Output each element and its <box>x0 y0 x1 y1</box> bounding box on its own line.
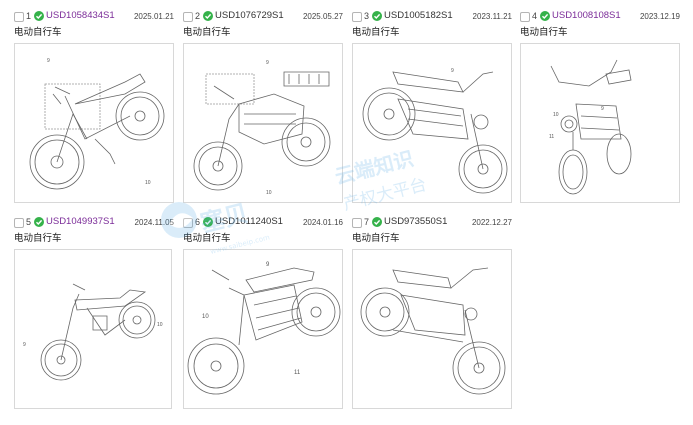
card-header: 5 USD1049937S1 2024.11.05 <box>14 216 174 230</box>
patent-drawing[interactable]: 9 10 11 <box>520 43 680 203</box>
patent-drawing[interactable]: 9 10 11 <box>183 249 343 409</box>
card-header: 2 USD1076729S1 2025.05.27 <box>183 10 343 24</box>
publication-date: 2025.01.21 <box>133 12 174 21</box>
publication-date: 2023.11.21 <box>472 12 512 21</box>
result-card[interactable]: 7 USD973550S1 2022.12.27 电动自行车 <box>352 216 512 411</box>
motorbike-drawing-icon: 9 10 11 <box>549 59 632 195</box>
motorbike-drawing-icon: 9 10 <box>29 58 165 190</box>
select-checkbox[interactable] <box>352 218 362 228</box>
motorbike-drawing-icon: 9 <box>362 68 508 194</box>
patent-number-link[interactable]: USD1049937S1 <box>46 216 115 227</box>
svg-text:10: 10 <box>157 322 163 328</box>
svg-text:9: 9 <box>451 68 454 74</box>
patent-number-link[interactable]: USD973550S1 <box>384 216 448 227</box>
publication-date: 2024.01.16 <box>302 218 343 227</box>
card-header: 4 USD1008108S1 2023.12.19 <box>520 10 680 24</box>
patent-number-link[interactable]: USD1005182S1 <box>384 10 453 21</box>
patent-drawing[interactable]: 9 10 <box>183 43 343 203</box>
select-checkbox[interactable] <box>183 218 193 228</box>
result-card[interactable]: 4 USD1008108S1 2023.12.19 电动自行车 9 10 11 <box>520 10 680 205</box>
check-circle-icon <box>34 217 44 227</box>
svg-text:10: 10 <box>266 190 272 196</box>
patent-drawing[interactable]: 9 10 <box>14 43 174 203</box>
motorbike-drawing-icon: 9 10 <box>23 283 163 381</box>
card-header: 1 USD1058434S1 2025.01.21 <box>14 10 174 24</box>
svg-text:11: 11 <box>549 134 554 140</box>
result-index: 1 <box>26 11 32 21</box>
select-checkbox[interactable] <box>14 12 24 22</box>
patent-title: 电动自行车 <box>14 27 62 38</box>
svg-text:11: 11 <box>294 370 301 376</box>
patent-title: 电动自行车 <box>352 233 400 244</box>
patent-drawing[interactable]: 9 <box>352 43 512 203</box>
result-card[interactable]: 5 USD1049937S1 2024.11.05 电动自行车 9 10 <box>14 216 174 411</box>
card-header: 3 USD1005182S1 2023.11.21 <box>352 10 512 24</box>
svg-text:9: 9 <box>23 342 26 348</box>
check-circle-icon <box>34 11 44 21</box>
result-card[interactable]: 1 USD1058434S1 2025.01.21 电动自行车 9 10 <box>14 10 174 205</box>
motorbike-drawing-icon: 9 10 <box>193 60 331 196</box>
card-header: 6 USD1011240S1 2024.01.16 <box>183 216 343 230</box>
patent-number-link[interactable]: USD1008108S1 <box>552 10 621 21</box>
result-index: 2 <box>195 11 201 21</box>
result-card[interactable]: 6 USD1011240S1 2024.01.16 电动自行车 9 10 11 <box>183 216 343 411</box>
select-checkbox[interactable] <box>520 12 530 22</box>
svg-text:9: 9 <box>266 262 270 268</box>
patent-drawing[interactable]: 9 10 <box>14 249 172 409</box>
result-index: 5 <box>26 217 32 227</box>
check-circle-icon <box>540 11 550 21</box>
patent-number-link[interactable]: USD1058434S1 <box>46 10 115 21</box>
result-index: 4 <box>532 11 538 21</box>
motorbike-drawing-icon <box>360 267 506 395</box>
card-header: 7 USD973550S1 2022.12.27 <box>352 216 512 230</box>
check-circle-icon <box>372 11 382 21</box>
patent-number-link[interactable]: USD1011240S1 <box>215 216 283 227</box>
motorbike-drawing-icon: 9 10 11 <box>187 262 341 395</box>
patent-title: 电动自行车 <box>183 233 231 244</box>
result-card[interactable]: 3 USD1005182S1 2023.11.21 电动自行车 9 <box>352 10 512 205</box>
check-circle-icon <box>203 11 213 21</box>
select-checkbox[interactable] <box>352 12 362 22</box>
svg-text:9: 9 <box>47 58 50 64</box>
patent-title: 电动自行车 <box>183 27 231 38</box>
patent-title: 电动自行车 <box>520 27 568 38</box>
svg-text:10: 10 <box>202 314 209 320</box>
publication-date: 2025.05.27 <box>302 12 343 21</box>
check-circle-icon <box>203 217 213 227</box>
publication-date: 2022.12.27 <box>471 218 512 227</box>
publication-date: 2024.11.05 <box>134 218 174 227</box>
result-index: 6 <box>195 217 201 227</box>
result-index: 7 <box>364 217 370 227</box>
patent-drawing[interactable] <box>352 249 512 409</box>
svg-text:10: 10 <box>553 112 559 118</box>
check-circle-icon <box>372 217 382 227</box>
svg-text:9: 9 <box>601 106 604 112</box>
result-card[interactable]: 2 USD1076729S1 2025.05.27 电动自行车 9 10 <box>183 10 343 205</box>
select-checkbox[interactable] <box>183 12 193 22</box>
svg-text:9: 9 <box>266 60 269 66</box>
select-checkbox[interactable] <box>14 218 24 228</box>
patent-number-link[interactable]: USD1076729S1 <box>215 10 284 21</box>
patent-title: 电动自行车 <box>14 233 62 244</box>
result-index: 3 <box>364 11 370 21</box>
publication-date: 2023.12.19 <box>639 12 680 21</box>
patent-title: 电动自行车 <box>352 27 400 38</box>
svg-text:10: 10 <box>145 180 151 186</box>
